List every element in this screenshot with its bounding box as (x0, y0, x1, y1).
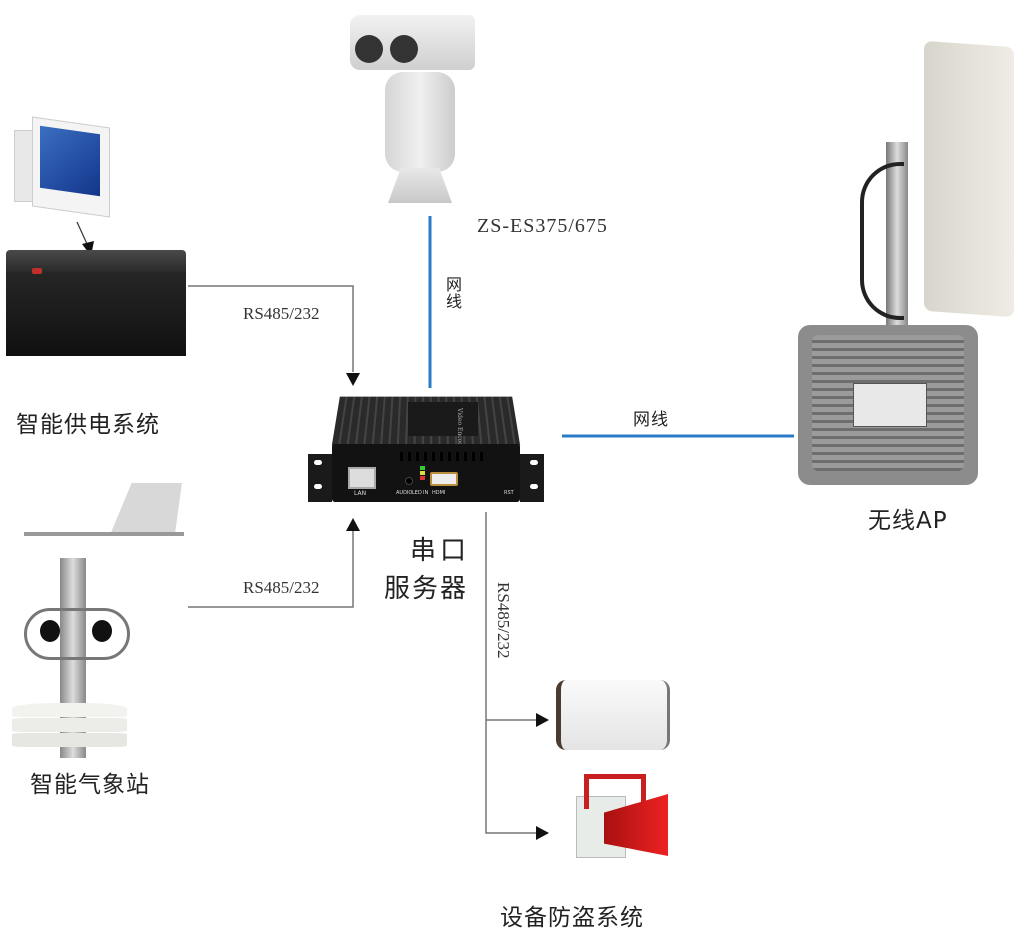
panel-label-hdmi: HDMI (432, 490, 446, 496)
lan-port (348, 467, 376, 489)
antitheft-serial-line (485, 512, 537, 834)
server-label-line1: 串口 (410, 536, 471, 566)
hdmi-port (430, 472, 458, 486)
panel-label-in: IN (423, 490, 429, 496)
ap-link-label: 网线 (633, 410, 669, 430)
camera-label: ZS-ES375/675 (477, 215, 608, 237)
sensor-device-image (556, 680, 670, 750)
device-top-text: Video Encoder (456, 408, 463, 453)
power-serial-line (188, 285, 354, 372)
panel-label-lan: LAN (354, 490, 367, 497)
siren-image (566, 774, 670, 860)
wireless-ap-image (798, 325, 978, 485)
weather-serial-line (188, 530, 354, 608)
weather-link-label: RS485/232 (243, 578, 320, 597)
weather-station-image (10, 478, 190, 758)
weather-station-label: 智能气象站 (30, 772, 150, 798)
server-label-line2: 服务器 (384, 574, 469, 604)
power-link-label: RS485/232 (243, 304, 320, 323)
touch-panel-image (14, 116, 110, 218)
ptz-camera-image (340, 10, 480, 205)
power-system-label: 智能供电系统 (16, 412, 160, 438)
wireless-ap-label: 无线AP (868, 508, 948, 534)
camera-link-label: 网线 (443, 276, 462, 310)
antitheft-link-label: RS485/232 (494, 582, 513, 659)
antenna-image (850, 40, 1020, 332)
serial-server-device: Video Encoder LAN AUDIO LED IN HDMI RST (308, 394, 544, 504)
panel-label-audio: AUDIO (396, 490, 413, 496)
antitheft-arrow-icon-2 (536, 826, 549, 840)
panel-label-rst: RST (504, 490, 514, 496)
antitheft-arrow-icon-1 (536, 713, 549, 727)
panel-label-led: LED (412, 490, 422, 496)
power-arrow-icon (346, 373, 360, 386)
antitheft-system-label: 设备防盗系统 (500, 905, 644, 931)
weather-arrow-icon (346, 518, 360, 531)
battery-image (6, 250, 186, 356)
